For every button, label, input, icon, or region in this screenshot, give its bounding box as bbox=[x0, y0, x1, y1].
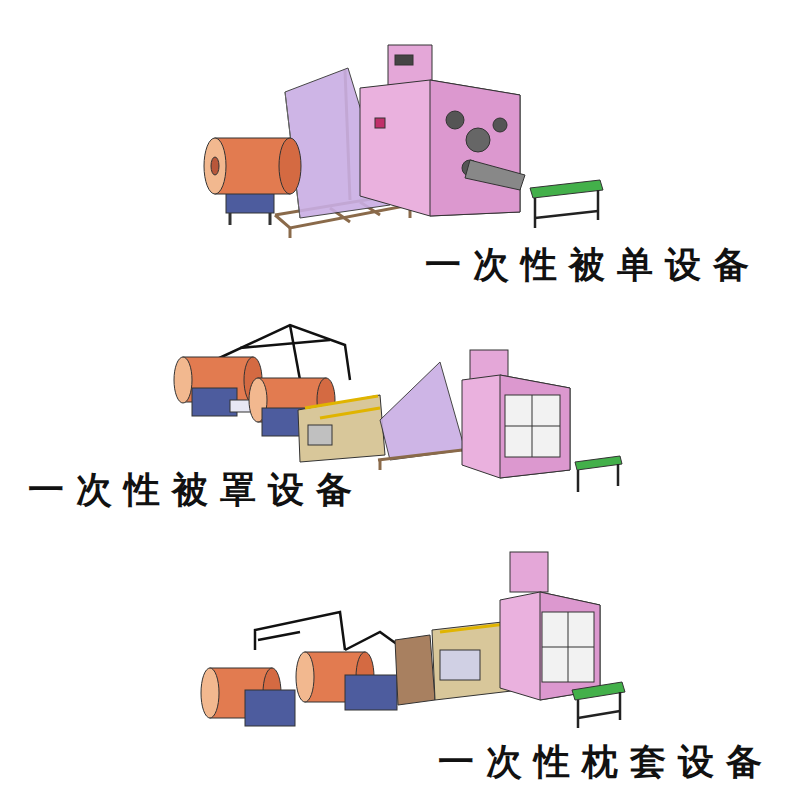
machine-caption-holder: 一次性被罩设备 bbox=[28, 468, 364, 511]
machine-caption: 一次性枕套设备 bbox=[438, 740, 774, 783]
pillow-case-machine bbox=[201, 552, 625, 728]
machine-caption-holder: 一次性枕套设备 bbox=[438, 740, 774, 783]
sheet-machine bbox=[204, 45, 603, 238]
machine-caption-holder: 一次性被单设备 bbox=[425, 243, 761, 286]
machine-caption: 一次性被罩设备 bbox=[28, 468, 364, 511]
machine-caption: 一次性被单设备 bbox=[425, 243, 761, 286]
quilt-cover-machine bbox=[174, 325, 622, 492]
